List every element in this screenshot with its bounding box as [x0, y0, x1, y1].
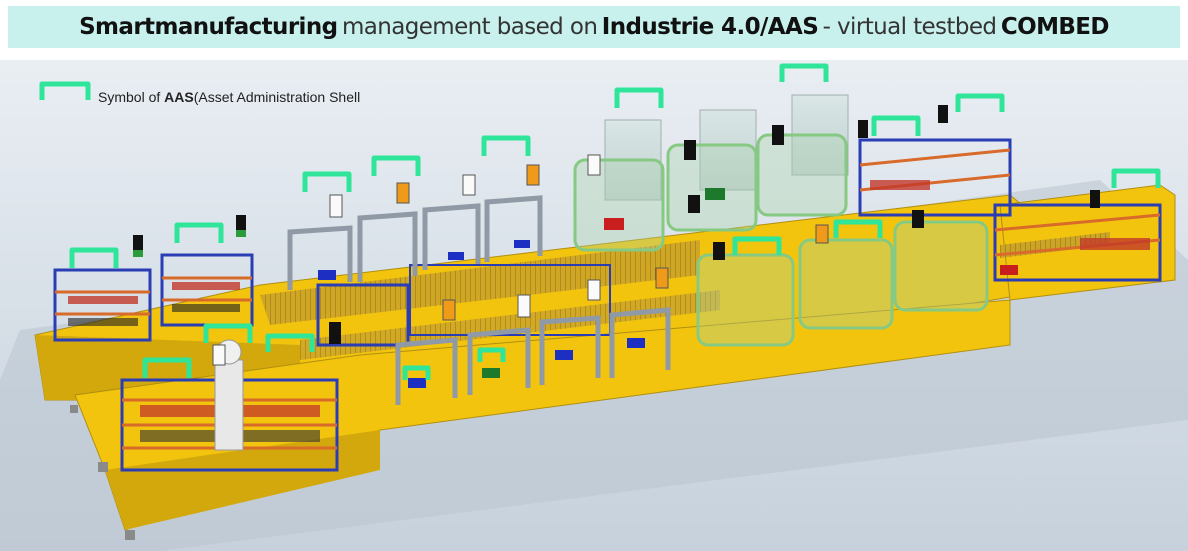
storage-rack-5	[993, 203, 1162, 282]
title-part-manufacturing: manufacturing	[154, 14, 338, 40]
title-part-combed: COMBED	[1000, 14, 1110, 40]
storage-rack-6	[316, 264, 611, 347]
gantry-station-2	[357, 211, 418, 282]
storage-rack-1	[53, 268, 152, 342]
robot-cell-1	[573, 119, 665, 252]
gantry-station-4	[484, 195, 543, 262]
title-part-virtual: - virtual testbed	[822, 14, 997, 40]
gantry-station-7	[539, 315, 601, 385]
robot-cell-6	[893, 220, 989, 312]
title-part-smart: Smart	[79, 14, 155, 40]
legend-text: (Asset Administration Shell	[193, 89, 361, 105]
signal-lamps	[133, 105, 1100, 366]
gantry-station-3	[422, 203, 481, 270]
workpieces	[318, 188, 1018, 388]
legend-prefix: Symbol of	[98, 89, 165, 105]
gantry-station-6	[467, 327, 531, 395]
title-banner: Smartmanufacturing management based on I…	[8, 6, 1180, 48]
robot-cell-5	[798, 238, 894, 330]
legend-abbr: AAS	[164, 89, 194, 105]
gantry-station-1	[287, 225, 353, 290]
aas-legend: Symbol of AAS(Asset Administration Shell	[98, 89, 360, 105]
platform-wheels	[70, 405, 135, 540]
aas-symbols	[39, 63, 1161, 380]
title-part-management: management based on	[341, 14, 598, 40]
factory-scene	[0, 60, 1188, 551]
robot-cell-3	[756, 94, 849, 217]
title-part-industrie: Industrie 4.0/AAS	[601, 14, 819, 40]
conveyor-main	[260, 240, 700, 325]
storage-rack-4	[858, 138, 1012, 217]
robot-cell-2	[666, 109, 758, 232]
robot-cell-4	[696, 253, 795, 347]
gantry-station-5	[395, 337, 458, 405]
platform-lower-front	[105, 430, 380, 530]
gantry-station-8	[609, 307, 671, 378]
